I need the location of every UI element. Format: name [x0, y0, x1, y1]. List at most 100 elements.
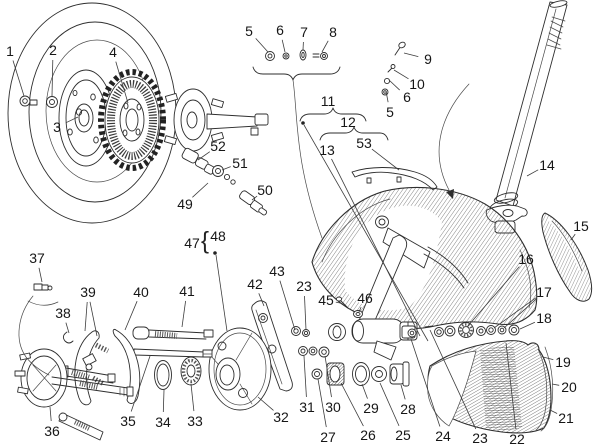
callout-34: 34 [155, 414, 171, 430]
leader-line [84, 301, 88, 332]
axle-nut [46, 96, 58, 108]
leader-line [162, 389, 165, 413]
fork-link [358, 215, 469, 332]
leader-line [49, 406, 52, 422]
leader-line [429, 329, 477, 430]
hub-shell [208, 327, 272, 411]
callout-13: 13 [319, 142, 335, 158]
leader-line [321, 40, 329, 53]
grease-fitting [18, 283, 59, 376]
callout-7: 7 [300, 24, 308, 40]
brake-arm [58, 412, 104, 441]
leader-line [493, 297, 537, 329]
brake-disc [98, 69, 166, 171]
callout-48: 48 [210, 228, 226, 244]
callout-27: 27 [320, 429, 336, 445]
leader-line [400, 384, 406, 400]
callout-52: 52 [210, 138, 226, 154]
leader-line [570, 233, 576, 241]
leader-line [89, 301, 98, 337]
group-brace-11 [299, 107, 367, 122]
callout-53: 53 [356, 135, 372, 151]
callout-37: 37 [29, 250, 45, 266]
leader-line [251, 195, 258, 201]
leader-line [51, 59, 54, 97]
group-brace-fasteners [252, 66, 341, 239]
callout-51: 51 [232, 155, 248, 171]
callout-3: 3 [53, 119, 61, 135]
leader-line [388, 79, 400, 91]
callout-31: 31 [299, 399, 315, 415]
leader-line [317, 378, 327, 428]
callout-43: 43 [269, 263, 285, 279]
leader-line [519, 321, 536, 330]
trim-blade [351, 167, 438, 191]
fender-skirt [427, 340, 554, 434]
callout-19: 19 [555, 354, 571, 370]
callout-4: 4 [109, 44, 117, 60]
leader-line [340, 382, 364, 427]
leader-line [303, 355, 307, 398]
leader-line [197, 151, 211, 161]
callout-1: 1 [6, 43, 14, 59]
leader-line [115, 61, 129, 104]
leader-line [466, 266, 520, 328]
leader-line [281, 39, 286, 53]
leader-line [403, 52, 419, 57]
callout-6: 6 [403, 89, 411, 105]
leader-line [503, 298, 537, 329]
callout-15: 15 [573, 218, 589, 234]
callout-33: 33 [187, 413, 203, 429]
leader-line [361, 383, 368, 399]
callout-49: 49 [177, 196, 193, 212]
callout-12: 12 [340, 114, 356, 130]
callout-16: 16 [518, 251, 534, 267]
leader-line [192, 182, 209, 198]
leader-line [505, 342, 517, 430]
callout-21: 21 [558, 410, 574, 426]
callout-42: 42 [247, 276, 263, 292]
leader-line [331, 158, 421, 337]
callout-46: 46 [357, 290, 373, 306]
leader-line [549, 409, 558, 414]
wheel-bearing [180, 356, 202, 386]
fastener-group-right [381, 41, 406, 96]
bearing-hardware [291, 296, 410, 387]
leader-line [181, 300, 186, 328]
leader-line [279, 280, 296, 331]
callout-22: 22 [509, 431, 525, 447]
svg-text:{: { [201, 228, 209, 255]
wheel-rim-disc [58, 69, 114, 167]
reference-dots [213, 121, 429, 342]
callout-9: 9 [424, 51, 432, 67]
leader-line [65, 116, 79, 124]
leader-line [335, 301, 341, 304]
front-axle-lower [51, 376, 134, 397]
axle-rod [132, 326, 214, 340]
callout-24: 24 [435, 428, 451, 444]
callout-23: 23 [296, 278, 312, 294]
axle-pivot-tube [328, 318, 418, 361]
axle-hardware-row [401, 322, 520, 339]
leader-line [257, 396, 274, 411]
callout-5: 5 [245, 23, 253, 39]
leader-line [130, 355, 151, 412]
spindle-rod [133, 348, 213, 358]
callout-39: 39 [80, 284, 96, 300]
callout-28: 28 [400, 401, 416, 417]
callout-45: 45 [318, 292, 334, 308]
axle-clip [19, 95, 38, 107]
leader-line [255, 38, 269, 53]
speedo-drive [181, 147, 236, 185]
leader-line [358, 307, 362, 313]
leader-line [385, 90, 389, 103]
leader-line [190, 383, 195, 412]
callout-10: 10 [409, 76, 425, 92]
callout-35: 35 [120, 413, 136, 429]
anchor-bracket [251, 300, 293, 392]
leader-line [221, 166, 231, 171]
leader-line [371, 148, 400, 171]
leader-line [379, 382, 400, 427]
